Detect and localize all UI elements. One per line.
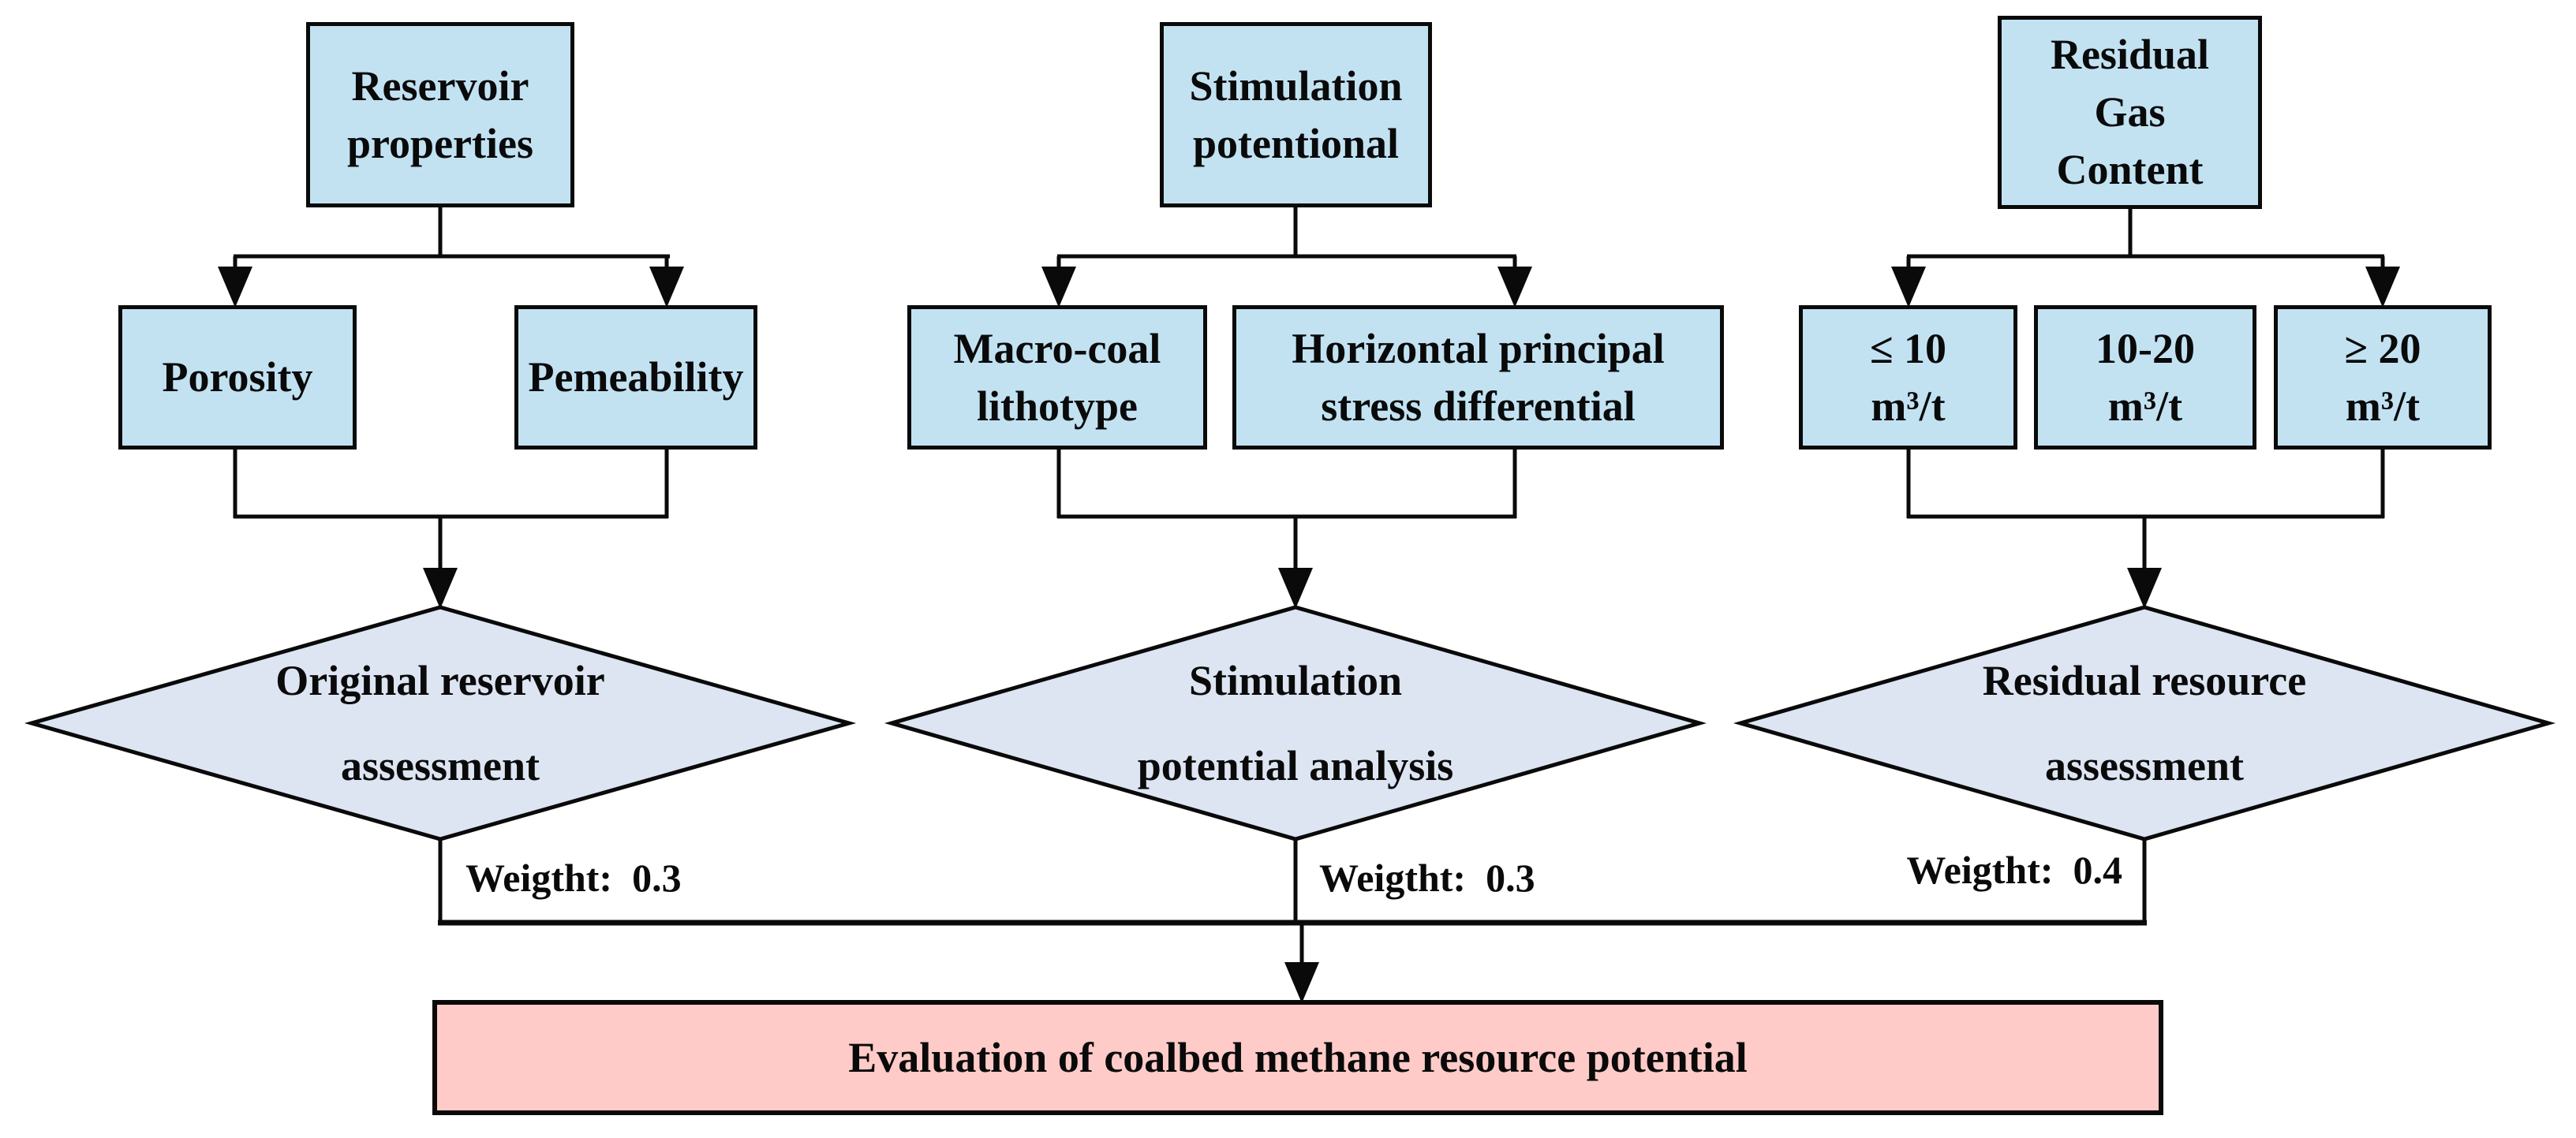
arrowhead-icon xyxy=(1278,568,1313,609)
node-gas-ge-20: ≥ 20 m³/t xyxy=(2274,305,2492,450)
connector-residual-merge xyxy=(1906,450,2385,609)
connector-bus-to-result xyxy=(1284,923,1319,1003)
arrowhead-icon xyxy=(218,267,252,308)
connector-stimulation-merge xyxy=(1056,450,1517,609)
decision-original-reservoir-label: Original reservoir assessment xyxy=(275,657,605,789)
connector-reservoir-split xyxy=(218,203,684,308)
node-pemeability: Pemeability xyxy=(514,305,757,450)
connector-residual-split xyxy=(1891,205,2400,308)
node-evaluation-result: Evaluation of coalbed methane resource p… xyxy=(432,1000,2163,1115)
node-porosity: Porosity xyxy=(118,305,357,450)
arrowhead-icon xyxy=(1284,962,1319,1003)
weight-original-reservoir: Weigtht: 0.3 xyxy=(465,856,682,900)
weight-residual-resource: Weigtht: 0.4 xyxy=(1906,848,2122,892)
arrowhead-icon xyxy=(1497,267,1532,308)
node-stimulation-potentional: Stimulation potentional xyxy=(1160,22,1432,207)
arrowhead-icon xyxy=(423,568,458,609)
node-gas-10-20: 10-20 m³/t xyxy=(2034,305,2256,450)
arrowhead-icon xyxy=(1891,267,1926,308)
connector-stimulation-split xyxy=(1041,203,1532,308)
arrowhead-icon xyxy=(649,267,684,308)
arrowhead-icon xyxy=(2365,267,2400,308)
node-residual-gas-content: Residual Gas Content xyxy=(1998,16,2262,209)
arrowhead-icon xyxy=(1041,267,1076,308)
weight-stimulation-potential: Weigtht: 0.3 xyxy=(1319,856,1535,900)
arrowhead-icon xyxy=(2127,568,2162,609)
node-gas-le-10: ≤ 10 m³/t xyxy=(1799,305,2017,450)
node-horizontal-principal-stress: Horizontal principal stress differential xyxy=(1232,305,1724,450)
node-reservoir-properties: Reservoir properties xyxy=(306,22,574,207)
connector-reservoir-merge xyxy=(233,450,669,609)
decision-stimulation-label: Stimulation potential analysis xyxy=(1137,657,1454,789)
node-macro-coal-lithotype: Macro-coal lithotype xyxy=(907,305,1207,450)
decision-residual-label: Residual resource assessment xyxy=(1982,657,2307,789)
